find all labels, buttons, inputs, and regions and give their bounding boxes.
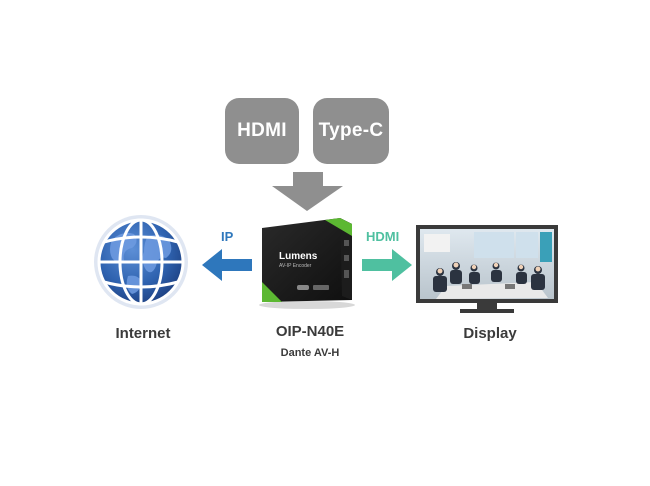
encoder-device-icon: Lumens AV-IP Encoder — [259, 218, 355, 309]
down-arrow-icon — [272, 172, 343, 211]
hdmi-arrow-icon — [362, 249, 412, 281]
globe-icon — [94, 215, 188, 309]
internet-label: Internet — [115, 325, 171, 342]
hdmi-source-label: HDMI — [237, 120, 287, 141]
typec-source-label: Type-C — [318, 120, 384, 141]
ip-arrow-icon — [202, 249, 252, 281]
hdmi-output-label: HDMI — [366, 229, 400, 244]
device-brand-text: Lumens — [279, 251, 318, 262]
product-label: OIP-N40E — [275, 323, 345, 340]
product-sublabel: Dante AV-H — [280, 347, 340, 359]
hdmi-source-box: HDMI — [225, 98, 299, 164]
display-monitor-icon — [416, 225, 558, 313]
ip-link-label: IP — [221, 229, 234, 244]
typec-source-box: Type-C — [313, 98, 389, 164]
display-label: Display — [463, 325, 517, 342]
device-model-text: AV-IP Encoder — [279, 263, 312, 269]
